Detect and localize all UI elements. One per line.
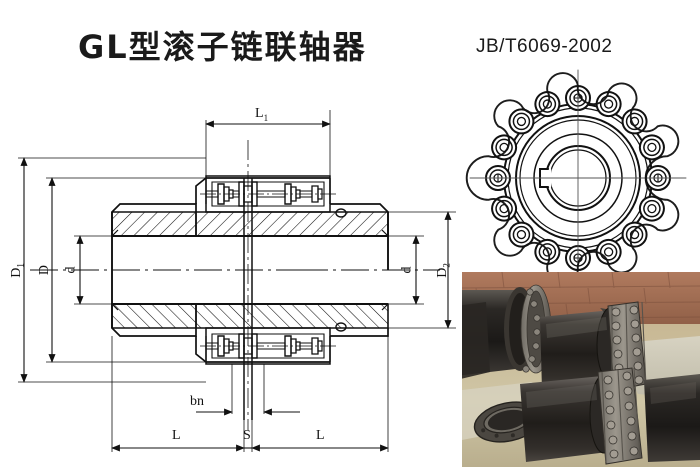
coupling-product-photograph [462, 272, 700, 467]
dim-label-S: S [243, 428, 251, 443]
page-title: GL型滚子链联轴器 [78, 28, 367, 66]
dim-label-L-right: L [316, 428, 325, 443]
dim-label-bn: bn [190, 394, 204, 409]
standard-code: JB/T6069-2002 [476, 36, 613, 57]
dim-label-L1: L1 [255, 106, 269, 123]
dim-label-L-left: L [172, 428, 181, 443]
